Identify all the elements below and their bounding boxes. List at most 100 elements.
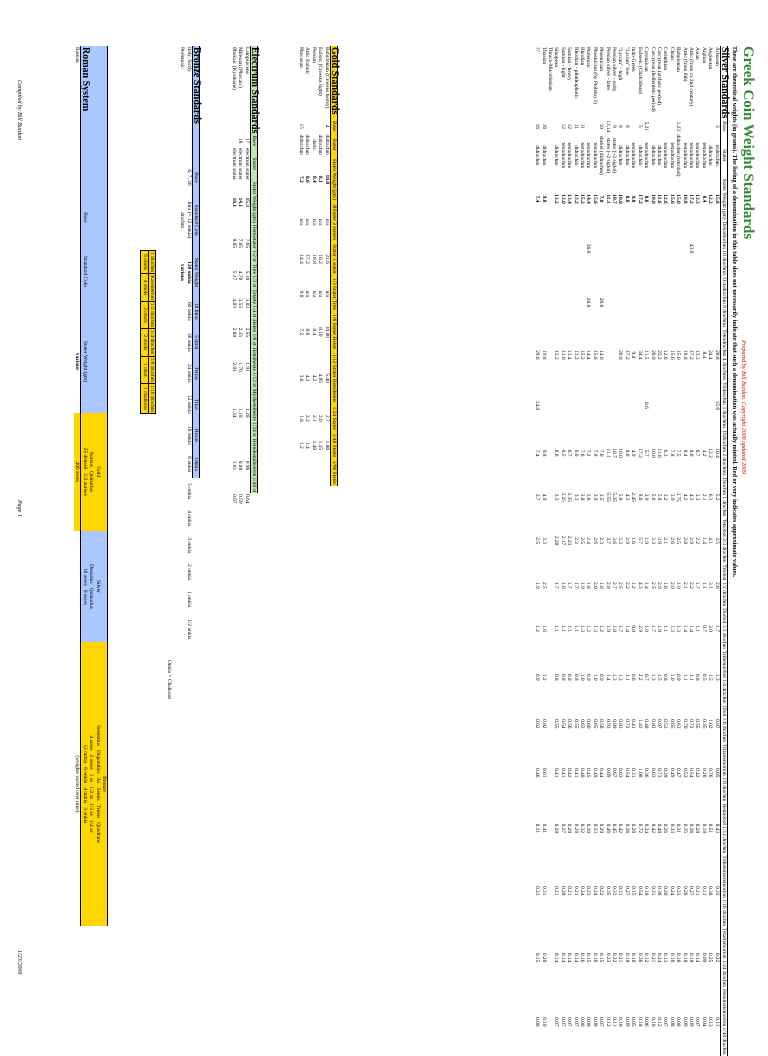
- table-cell: 1.6: [662, 582, 669, 589]
- table-cell: [611, 221, 617, 277]
- table-cell: 17.2: [636, 194, 643, 204]
- table-cell: 17: [243, 137, 250, 144]
- column-header: Hemihekte 1/12 st: [250, 346, 258, 388]
- table-cell: 0.65: [713, 767, 720, 778]
- table-cell: 6.5: [559, 449, 566, 457]
- table-cell: [540, 381, 546, 429]
- table-cell: [713, 221, 720, 277]
- table-cell: 0.36: [636, 952, 643, 963]
- table-cell: 1.76: [237, 362, 244, 372]
- table-cell: 0.31: [675, 823, 682, 834]
- table-cell: 1.5: [655, 673, 662, 681]
- table-cell: [694, 381, 700, 429]
- table-cell: 0.62: [534, 719, 541, 729]
- table-cell: [656, 221, 662, 277]
- table-cell: 14.4: [585, 350, 592, 360]
- table-cell: 9.0: [297, 290, 304, 298]
- table-cell: [656, 276, 662, 328]
- table-cell: 1.9: [604, 625, 611, 632]
- table-cell: [656, 381, 662, 429]
- table-cell: 1.4: [700, 537, 707, 544]
- table-cell: didrachm: [649, 145, 656, 166]
- table-cell: 1.9: [675, 582, 682, 589]
- row-label: Thraco-Macedonian: [547, 47, 554, 91]
- prepared-by-note: Prepared by Bill Burdon. Copyright 2008 …: [740, 340, 746, 474]
- ptolemaic-header-cell: 1/8 drachm: [148, 356, 156, 384]
- table-cell: 8.4: [310, 175, 317, 183]
- table-cell: 2.1: [681, 582, 688, 589]
- table-cell: 28.8: [585, 297, 592, 308]
- table-cell: 12.6: [662, 194, 669, 204]
- table-cell: 2.1: [310, 415, 317, 422]
- table-cell: 3.25: [559, 492, 566, 502]
- row-label: Asian: [694, 47, 701, 60]
- table-cell: 15.3: [243, 197, 250, 208]
- row-label: Rhodian: [579, 47, 586, 66]
- table-cell: 0.8: [553, 673, 560, 681]
- table-cell: 10.0: [649, 448, 656, 458]
- column-header: Didrachm 2 drachms: [720, 429, 728, 477]
- table-cell: 8.4: [700, 351, 707, 359]
- table-cell: [604, 381, 610, 429]
- table-cell: [636, 276, 642, 328]
- table-cell: n/a: [317, 290, 324, 298]
- table-cell: 1.8: [611, 625, 618, 632]
- table-cell: 3.9: [655, 537, 662, 544]
- table-cell: 4.9: [630, 449, 637, 457]
- table-cell: 13.4: [566, 194, 573, 204]
- table-cell: 2.5: [540, 582, 547, 589]
- table-cell: [668, 221, 674, 277]
- table-cell: 0.15: [534, 952, 541, 963]
- table-cell: 1.34: [230, 408, 237, 418]
- table-cell: 0.54: [559, 719, 566, 729]
- column-header: 1/6 Stater Hekte: [330, 312, 338, 352]
- table-cell: 1.0: [643, 625, 650, 632]
- table-cell: 0.09: [700, 952, 707, 963]
- table-cell: 0.54: [623, 767, 630, 778]
- column-header: diStater 2 staters: [330, 202, 338, 243]
- table-cell: 0.55: [553, 719, 560, 729]
- table-cell: [553, 221, 559, 277]
- table-cell: 1.9: [643, 537, 650, 544]
- table-cell: 5.40: [323, 373, 330, 383]
- table-cell: 0.16: [591, 952, 598, 963]
- column-header: Base: [250, 134, 258, 147]
- column-header: Tetartemorion 1/24 drachm: [720, 927, 728, 989]
- table-cell: 7.6: [579, 449, 586, 457]
- table-cell: stater (~2 sigloi): [611, 137, 618, 174]
- table-cell: 21.6: [323, 254, 330, 264]
- table-cell: 2.45: [630, 492, 637, 502]
- table-cell: 0.82: [540, 719, 547, 729]
- table-cell: 13.3: [694, 350, 701, 360]
- table-cell: 0.13: [662, 952, 669, 963]
- table-cell: 0.9: [675, 673, 682, 681]
- column-header: Stater 1 stater: [330, 242, 338, 276]
- table-cell: 2.1: [700, 493, 707, 501]
- table-cell: [681, 381, 687, 429]
- footer-page: Page 1: [16, 500, 22, 517]
- table-cell: 5.7: [636, 537, 643, 544]
- table-cell: [688, 276, 694, 328]
- table-cell: 0.08: [668, 1017, 675, 1027]
- column-header: Tetrobol 2/3 drachm: [720, 517, 728, 564]
- ptolemaic-value-cell: 2 obols: [140, 328, 149, 357]
- table-cell: 2.2: [623, 582, 630, 589]
- table-cell: 1.4: [687, 625, 694, 632]
- table-cell: 0.63: [579, 719, 586, 729]
- table-cell: 8.6: [623, 195, 630, 203]
- table-cell: 3.6: [611, 537, 618, 544]
- table-cell: [675, 221, 681, 277]
- table-cell: 3.5: [713, 537, 720, 544]
- table-cell: tetradrachm: [668, 142, 675, 169]
- row-label: Persian silver - early: [611, 47, 618, 92]
- onkia-note: Onkia = Chalkous: [166, 660, 172, 700]
- table-cell: 0.8: [630, 625, 637, 632]
- table-cell: 0.72: [687, 719, 694, 729]
- column-header: Obol 1/6 drachm: [720, 704, 728, 744]
